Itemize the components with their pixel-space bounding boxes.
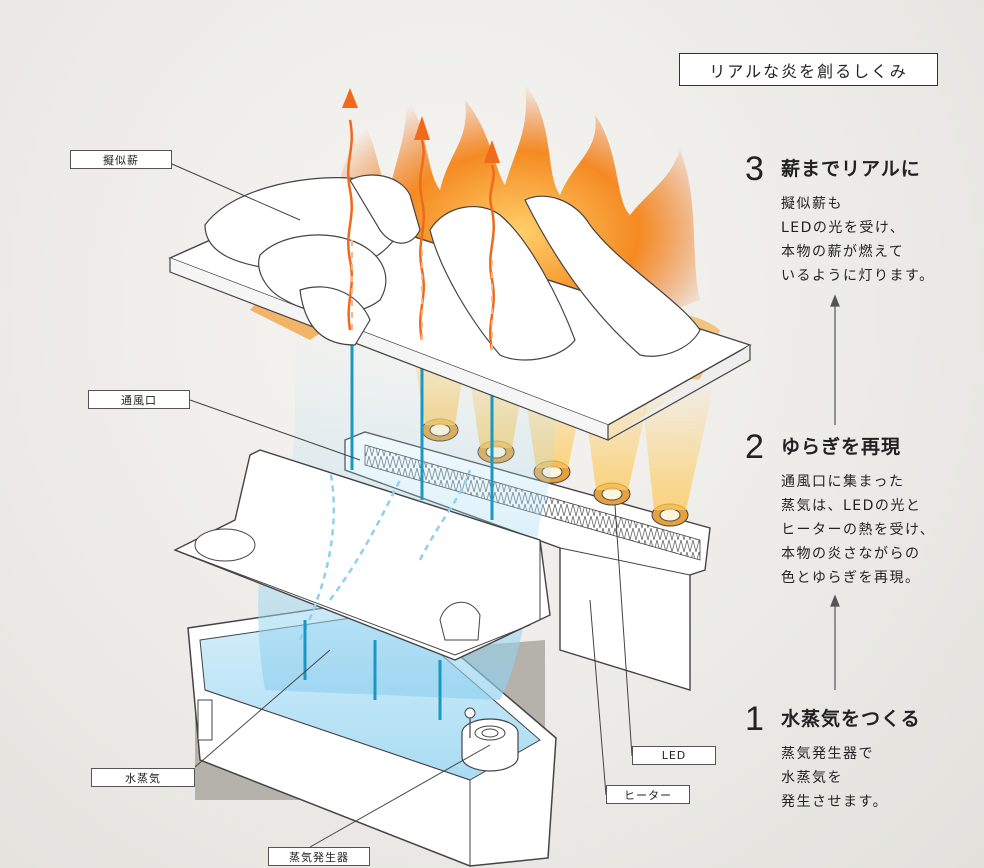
step-body: 擬似薪も LEDの光を受け、 本物の薪が燃えて いるように灯ります。 [781,192,935,288]
diagram-title: リアルな炎を創るしくみ [679,53,938,86]
step-line: ヒーターの熱を受け、 [781,522,936,538]
steam-flow-lines [298,469,472,641]
label-steam: 水蒸気 [91,768,195,787]
step-line: 発生させます。 [781,794,889,810]
label-steam-generator: 蒸気発生器 [268,847,370,866]
vent-tray [173,449,551,661]
step-line: いるように灯ります。 [781,268,935,284]
label-logs: 擬似薪 [70,150,172,169]
step-line: 色とゆらぎを再現。 [781,570,921,586]
step-arrows [830,294,840,690]
rising-heat-arrows [342,88,500,351]
label-vent: 通風口 [88,390,190,409]
step-line: 擬似薪も [781,196,843,212]
step-number: 1 [745,700,764,738]
simulated-logs [204,174,701,361]
step-line: 蒸気発生器で [781,746,874,762]
label-heater: ヒーター [606,785,690,804]
step-heading: ゆらぎを再現 [781,436,902,458]
step-line: 蒸気は、LEDの光と [781,498,922,514]
step-line: 本物の薪が燃えて [781,244,905,260]
step-line: 通風口に集まった [781,474,905,490]
step-heading: 薪までリアルに [781,158,921,180]
step-body: 蒸気発生器で 水蒸気を 発生させます。 [781,742,888,814]
step-heading: 水蒸気をつくる [781,708,921,730]
step-line: 水蒸気を [781,770,843,786]
step-number: 2 [745,428,764,466]
step-line: LEDの光を受け、 [781,220,906,236]
arrow-dashes [351,240,493,350]
label-led: LED [632,746,716,765]
step-line: 本物の炎さながらの [781,546,921,562]
leader-lines [171,163,633,848]
step-body: 通風口に集まった 蒸気は、LEDの光と ヒーターの熱を受け、 本物の炎さながらの… [781,470,935,590]
step-number: 3 [745,150,764,188]
steam-generator [461,707,519,772]
